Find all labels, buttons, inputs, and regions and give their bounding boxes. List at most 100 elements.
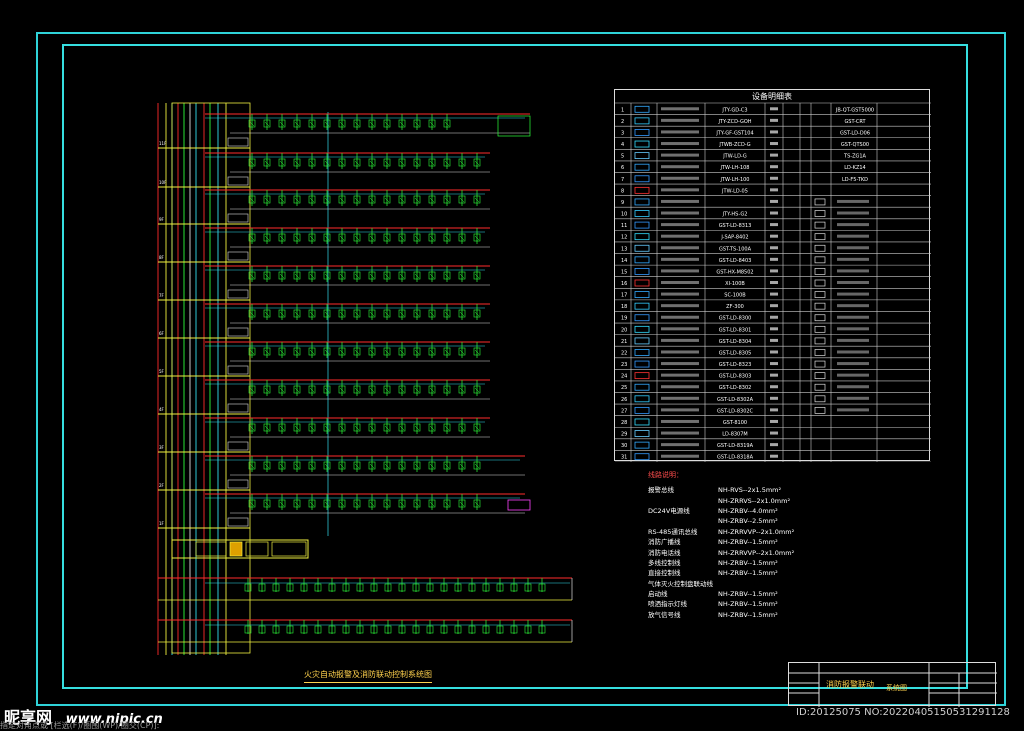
detector-mark (279, 501, 285, 507)
legend-description (661, 315, 699, 319)
legend-qty (770, 396, 778, 400)
legend-symbol (634, 221, 650, 229)
detector-mark (399, 349, 405, 355)
legend-description (661, 304, 699, 308)
detector-mark (249, 349, 255, 355)
detector-mark (324, 311, 330, 317)
note-spec: NH-ZRBV--1.5mm² (718, 538, 778, 547)
detector-symbol (413, 195, 421, 204)
note-row: 消防电话线 NH-ZRRVVP--2x1.0mm² (648, 548, 828, 558)
legend-model: GST-LD-8319A (717, 443, 754, 449)
detector-symbol (368, 347, 376, 356)
detector-symbol (473, 385, 481, 394)
detector-mark (324, 349, 330, 355)
detector-mark (324, 235, 330, 241)
legend-description (661, 176, 699, 180)
legend-symbol (634, 256, 650, 264)
detector-mark (294, 121, 300, 127)
detector-mark (294, 349, 300, 355)
detector-symbol (413, 271, 421, 280)
legend-model: JTW-LH-108 (720, 165, 750, 171)
detector-symbol (338, 233, 346, 242)
detector-symbol (468, 583, 476, 592)
legend-model: JTW-LH-100 (720, 177, 750, 183)
note-spec: NH-ZRBV--4.0mm² (718, 506, 778, 515)
detector-symbol (413, 119, 421, 128)
detector-symbol (353, 119, 361, 128)
detector-symbol (482, 583, 490, 592)
floor-label: 2F (159, 483, 165, 488)
legend-qty (770, 431, 778, 435)
legend-model: GST-LD-8304 (719, 339, 752, 345)
fire-alarm-host (229, 541, 243, 557)
detector-symbol (458, 499, 466, 508)
detector-mark (249, 160, 255, 166)
detector-mark (249, 311, 255, 317)
legend-index: 12 (621, 235, 627, 241)
detector-mark (264, 273, 270, 279)
detector-symbol (248, 347, 256, 356)
legend-index: 10 (621, 212, 627, 218)
note-label: 报警总线 (648, 486, 674, 495)
legend-description (661, 362, 699, 366)
floor-junction-box (227, 517, 249, 527)
note-label: 消防电话线 (648, 548, 681, 557)
detector-symbol (308, 385, 316, 394)
control-room-panel (171, 539, 309, 559)
detector-symbol (323, 271, 331, 280)
detector-mark (474, 463, 480, 469)
detector-mark (384, 387, 390, 393)
detector-mark (474, 425, 480, 431)
legend-description (661, 443, 699, 447)
floor-label: 1F (159, 521, 165, 526)
note-spec: NH-ZRRVVP--2x1.0mm² (718, 527, 795, 536)
command-line[interactable]: 指定对角点或 [栏选(F)/圈围(WP)/圈交(CP)]: (0, 721, 160, 730)
detector-symbol (413, 347, 421, 356)
detector-mark (444, 235, 450, 241)
title-block-project: 消防报警联动 (826, 680, 874, 689)
detector-mark (384, 349, 390, 355)
detector-symbol (454, 625, 462, 634)
legend-desc-right (837, 304, 869, 308)
detector-mark (474, 311, 480, 317)
detector-symbol (458, 461, 466, 470)
detector-mark (474, 197, 480, 203)
legend-description (661, 199, 699, 203)
detector-symbol (323, 347, 331, 356)
note-spec: NH-ZRBV--1.5mm² (718, 610, 778, 619)
detector-symbol (356, 625, 364, 634)
detector-mark (369, 197, 375, 203)
legend-description (661, 350, 699, 354)
legend-desc-right (837, 246, 869, 250)
detector-mark (354, 501, 360, 507)
legend-index: 11 (621, 223, 627, 229)
legend-desc-right (837, 385, 869, 389)
detector-symbol (412, 625, 420, 634)
legend-description (661, 257, 699, 261)
detector-mark (474, 235, 480, 241)
legend-model: GST-LD-8302C (717, 408, 754, 414)
detector-mark (399, 160, 405, 166)
note-spec: NH-ZRRVVP--2x1.0mm² (718, 548, 795, 557)
detector-symbol (428, 423, 436, 432)
note-row: NH-ZRBV--2.5mm² (648, 516, 828, 526)
detector-symbol (293, 309, 301, 318)
legend-desc-right (837, 350, 869, 354)
detector-symbol (308, 158, 316, 167)
detector-symbol (428, 119, 436, 128)
legend-model: GST-HX-M8502 (716, 269, 753, 275)
detector-symbol (244, 583, 252, 592)
detector-symbol (458, 271, 466, 280)
legend-description (661, 223, 699, 227)
detector-symbol (384, 583, 392, 592)
legend-description (661, 281, 699, 284)
detector-mark (429, 387, 435, 393)
legend-model-right: JB-QT-GST5000 (835, 107, 874, 113)
detector-symbol (353, 233, 361, 242)
legend-symbol (634, 406, 650, 414)
detector-mark (414, 425, 420, 431)
legend-symbol-right (814, 279, 826, 287)
